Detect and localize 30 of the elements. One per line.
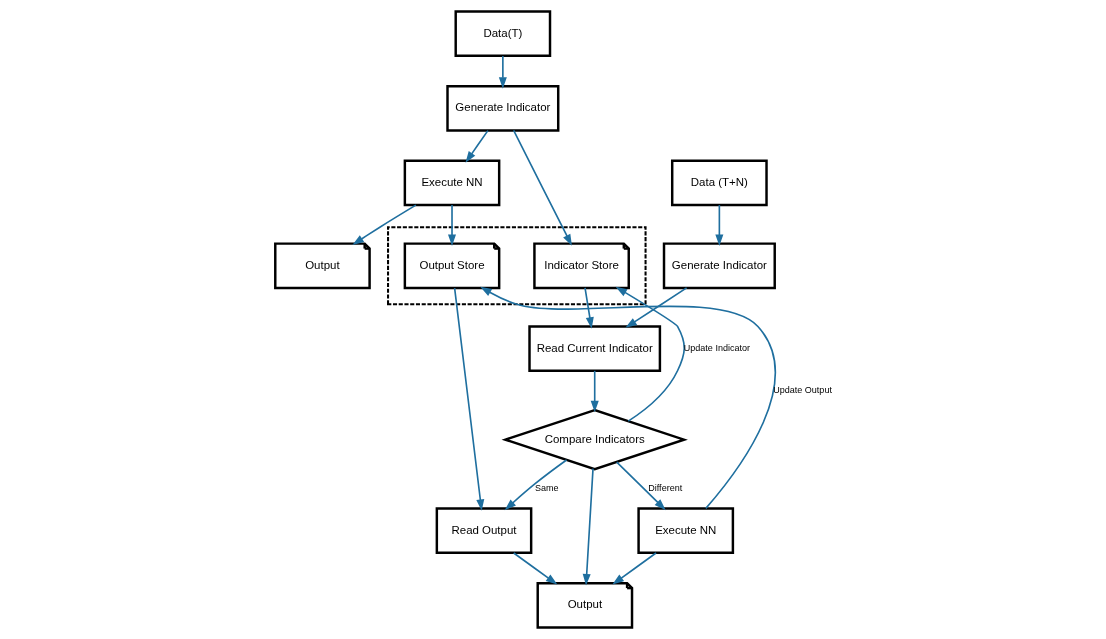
arrow [504, 459, 567, 511]
node-box: Read Current Indicator [527, 325, 661, 372]
cluster [386, 226, 647, 306]
node-box: Execute NN [636, 507, 734, 555]
arrow [351, 204, 417, 245]
arrow [479, 286, 776, 510]
edge-label: Update Output [772, 384, 832, 395]
edge-label: Different [647, 483, 682, 494]
arrow [590, 370, 599, 413]
arrow [464, 129, 489, 163]
node-box: Execute NN [403, 159, 500, 207]
node-box: Data(T) [453, 10, 551, 58]
edge-label: Same [534, 483, 559, 494]
node-box: Read Output [435, 507, 532, 555]
arrow [583, 287, 594, 329]
node-box: Generate Indicator [662, 242, 776, 290]
arrow [624, 287, 687, 328]
arrow [447, 204, 456, 246]
arrow [615, 461, 666, 511]
arrow [498, 55, 507, 89]
node-diamond: Compare Indicators [501, 408, 688, 471]
node-box: Generate Indicator [445, 84, 559, 132]
arrow [615, 286, 685, 422]
arrow [714, 204, 723, 246]
node-box: Data (T+N) [670, 159, 768, 207]
arrow [582, 467, 594, 586]
arrow [512, 129, 572, 246]
arrow [611, 552, 657, 585]
arrow [453, 287, 484, 511]
arrow [512, 552, 557, 585]
